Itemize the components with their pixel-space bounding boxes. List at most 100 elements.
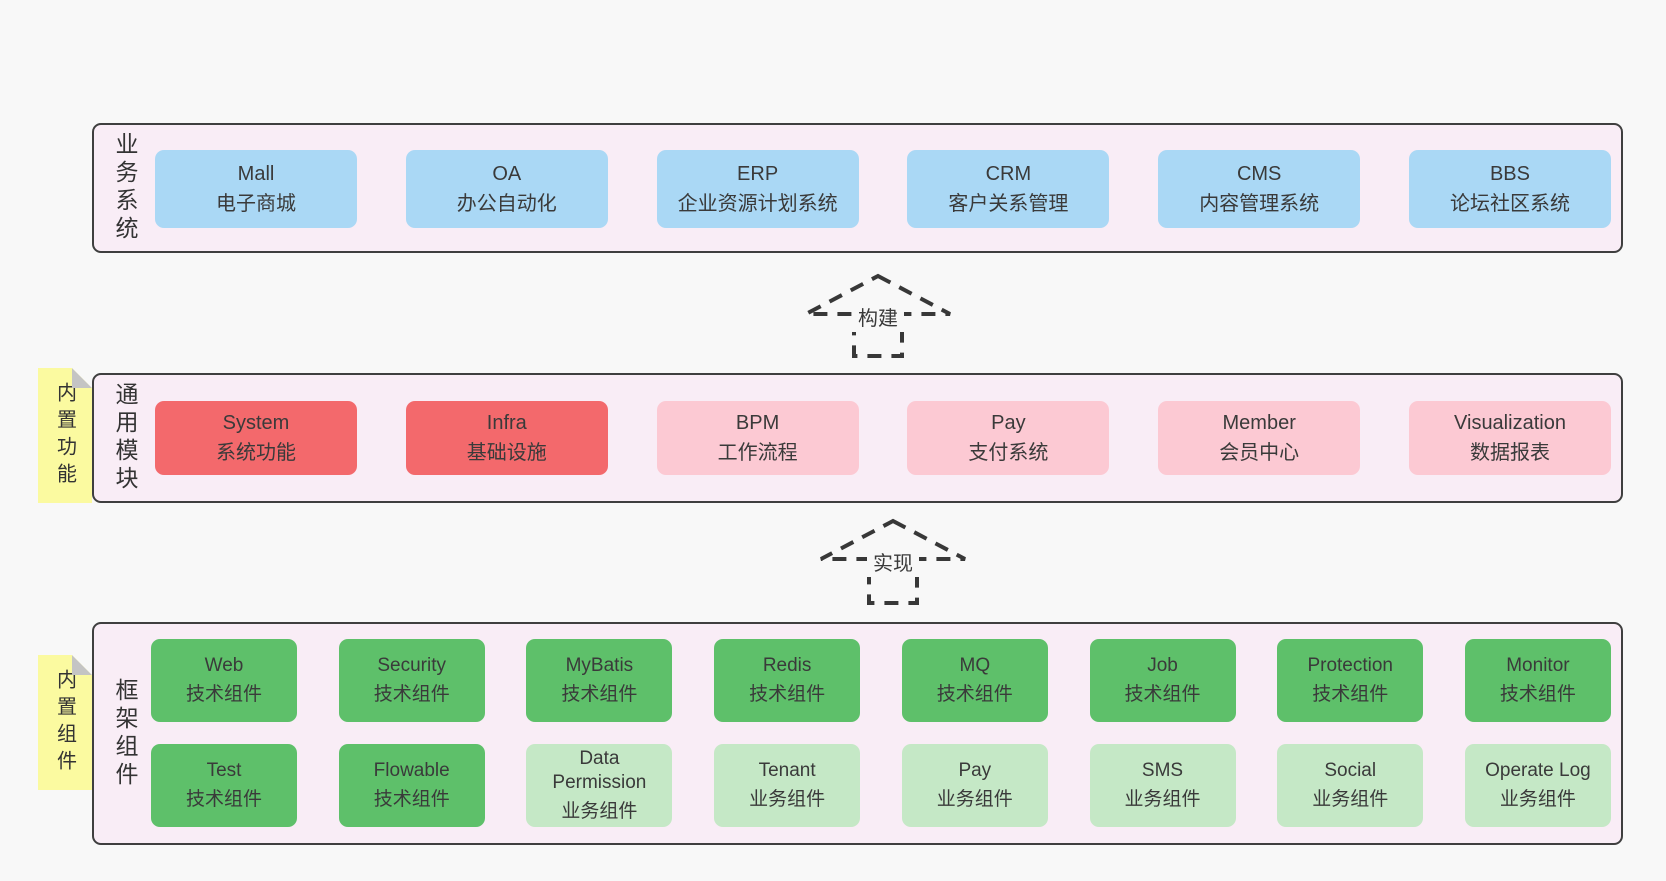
common-modules-panel: 通用模块 System 系统功能 Infra 基础设施 BPM 工作流程 Pay… [92, 373, 1623, 503]
box-subtitle: 系统功能 [216, 442, 296, 464]
box-title: Security [377, 655, 447, 677]
box-subtitle: 工作流程 [717, 442, 798, 464]
component-box-operate-log: Operate Log 业务组件 [1464, 744, 1611, 827]
common-modules-label: 通用模块 [112, 382, 138, 494]
box-title: Test [206, 760, 242, 782]
system-box-bbs: BBS 论坛社区系统 [1408, 150, 1611, 228]
box-title: Social [1324, 760, 1377, 782]
component-box-monitor: Monitor 技术组件 [1464, 639, 1611, 722]
box-subtitle: 业务组件 [1499, 788, 1576, 810]
box-title: MyBatis [565, 655, 634, 677]
box-subtitle: 论坛社区系统 [1449, 193, 1570, 215]
component-box-pay: Pay 业务组件 [901, 744, 1048, 827]
component-box-protection: Protection 技术组件 [1277, 639, 1424, 722]
module-box-infra: Infra 基础设施 [405, 401, 608, 475]
component-box-redis: Redis 技术组件 [714, 639, 861, 722]
box-title: Flowable [373, 760, 450, 782]
builtin-components-note-label: 内置组件 [53, 668, 76, 777]
box-subtitle: 数据报表 [1469, 442, 1550, 464]
box-subtitle: 内容管理系统 [1199, 193, 1320, 215]
box-subtitle: 会员中心 [1219, 442, 1300, 464]
box-title: SMS [1141, 760, 1184, 782]
box-subtitle: 业务组件 [749, 788, 826, 810]
builtin-features-note-label: 内置功能 [53, 381, 76, 490]
module-box-system: System 系统功能 [155, 401, 357, 475]
component-box-sms: SMS 业务组件 [1089, 744, 1236, 827]
box-title: Member [1222, 411, 1296, 434]
box-subtitle: 基础设施 [466, 442, 547, 464]
component-box-test: Test 技术组件 [151, 744, 297, 827]
box-title: Protection [1307, 655, 1393, 677]
box-title: Pay [991, 411, 1026, 434]
box-subtitle: 技术组件 [373, 683, 450, 705]
system-box-cms: CMS 内容管理系统 [1158, 150, 1361, 228]
build-arrow-icon: 构建 [805, 273, 951, 358]
box-subtitle: 业务组件 [1312, 788, 1389, 810]
note-fold-icon [72, 655, 92, 675]
box-title: Pay [958, 760, 992, 782]
box-subtitle: 技术组件 [373, 788, 450, 810]
box-title: Visualization [1454, 411, 1566, 434]
box-subtitle: 技术组件 [185, 683, 262, 705]
box-title: Web [204, 655, 244, 677]
box-subtitle: 技术组件 [1499, 683, 1576, 705]
common-modules-row: System 系统功能 Infra 基础设施 BPM 工作流程 Pay 支付系统… [155, 401, 1611, 475]
box-title: Monitor [1506, 655, 1570, 677]
box-title: Infra [486, 411, 527, 434]
component-box-job: Job 技术组件 [1089, 639, 1236, 722]
box-subtitle: 企业资源计划系统 [677, 193, 838, 215]
framework-components-row-2: Test 技术组件 Flowable 技术组件 Data Permission … [151, 744, 1611, 827]
box-subtitle: 业务组件 [936, 788, 1013, 810]
business-systems-row: Mall 电子商城 OA 办公自动化 ERP 企业资源计划系统 CRM 客户关系… [155, 150, 1611, 228]
framework-components-panel: 框架组件 Web 技术组件 Security 技术组件 MyBatis 技术组件… [92, 622, 1623, 845]
component-box-social: Social 业务组件 [1277, 744, 1424, 827]
business-systems-label: 业务系统 [112, 132, 138, 244]
box-subtitle: 技术组件 [1124, 683, 1201, 705]
framework-components-label: 框架组件 [112, 677, 138, 790]
box-title: BPM [735, 411, 780, 434]
component-box-mybatis: MyBatis 技术组件 [526, 639, 673, 722]
box-title: CRM [985, 162, 1032, 185]
module-box-pay: Pay 支付系统 [907, 401, 1110, 475]
box-subtitle: 技术组件 [561, 683, 638, 705]
box-title: System [222, 411, 290, 434]
component-box-tenant: Tenant 业务组件 [714, 744, 861, 827]
box-subtitle: 技术组件 [1312, 683, 1389, 705]
module-box-bpm: BPM 工作流程 [656, 401, 859, 475]
build-arrow-label: 构建 [858, 307, 898, 330]
box-subtitle: 技术组件 [749, 683, 826, 705]
box-title: BBS [1489, 162, 1530, 185]
builtin-components-note: 内置组件 [38, 655, 92, 790]
box-title: Data Permission [552, 748, 647, 794]
box-title: Operate Log [1485, 760, 1591, 782]
box-title: MQ [959, 655, 991, 677]
implement-arrow-icon: 实现 [820, 518, 966, 605]
business-systems-panel: 业务系统 Mall 电子商城 OA 办公自动化 ERP 企业资源计划系统 CRM… [92, 123, 1623, 253]
component-box-web: Web 技术组件 [151, 639, 297, 722]
component-box-flowable: Flowable 技术组件 [338, 744, 485, 827]
box-subtitle: 业务组件 [561, 800, 638, 822]
system-box-crm: CRM 客户关系管理 [907, 150, 1110, 228]
box-subtitle: 电子商城 [216, 193, 296, 215]
framework-components-row-1: Web 技术组件 Security 技术组件 MyBatis 技术组件 Redi… [151, 639, 1611, 722]
box-title: OA [492, 162, 522, 185]
box-subtitle: 办公自动化 [456, 193, 557, 215]
box-title: Job [1147, 655, 1178, 677]
box-title: CMS [1236, 162, 1282, 185]
box-title: ERP [737, 162, 779, 185]
box-title: Mall [237, 162, 275, 185]
box-title: Tenant [758, 760, 816, 782]
box-subtitle: 技术组件 [185, 788, 262, 810]
box-subtitle: 技术组件 [936, 683, 1013, 705]
component-box-mq: MQ 技术组件 [901, 639, 1048, 722]
component-box-security: Security 技术组件 [338, 639, 485, 722]
module-box-visualization: Visualization 数据报表 [1408, 401, 1611, 475]
builtin-features-note: 内置功能 [38, 368, 92, 503]
box-subtitle: 业务组件 [1124, 788, 1201, 810]
system-box-mall: Mall 电子商城 [155, 150, 357, 228]
box-title: Redis [762, 655, 812, 677]
box-subtitle: 客户关系管理 [948, 193, 1069, 215]
system-box-erp: ERP 企业资源计划系统 [656, 150, 859, 228]
note-fold-icon [72, 368, 92, 388]
module-box-member: Member 会员中心 [1158, 401, 1361, 475]
